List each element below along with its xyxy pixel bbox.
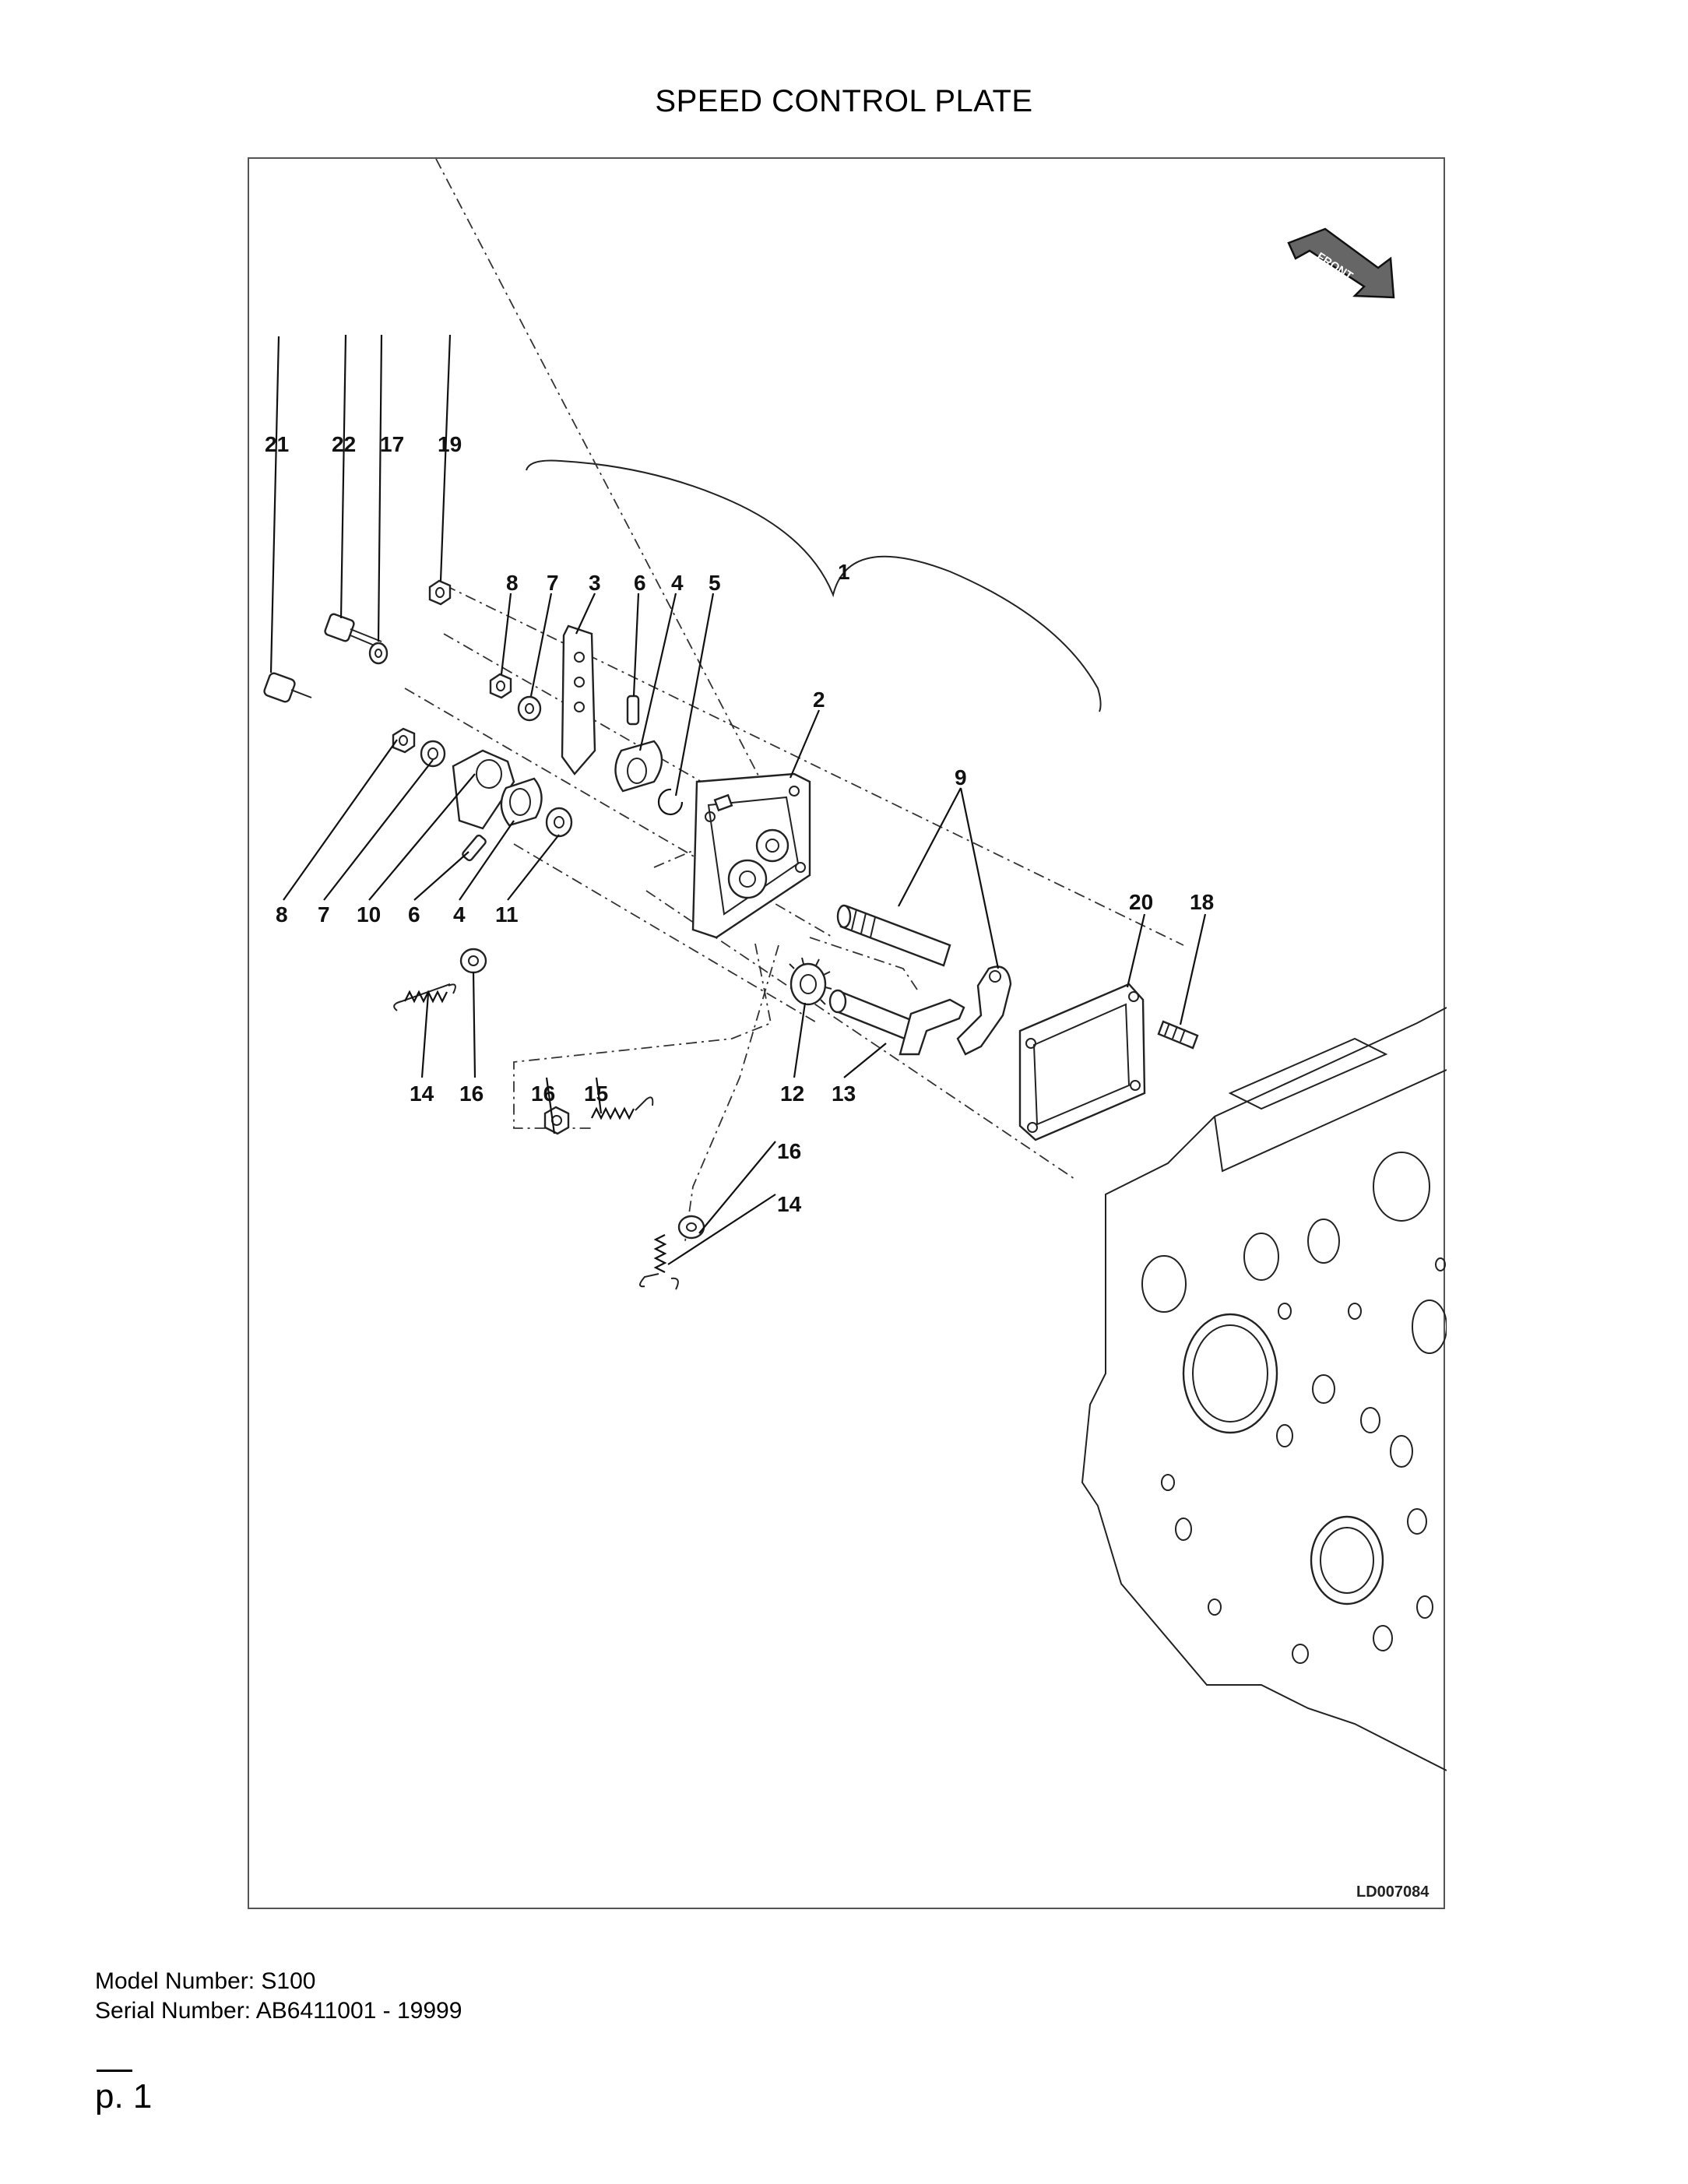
callout-7-lower: 7	[318, 902, 330, 927]
front-arrow-icon: FRONT	[1287, 227, 1395, 299]
part-17-washer	[368, 642, 389, 665]
callout-8-lower: 8	[276, 902, 288, 927]
callout-10: 10	[357, 902, 381, 927]
part-6-pin-lower	[462, 834, 487, 862]
callout-6-lower: 6	[408, 902, 420, 927]
part-9-arm	[956, 965, 1012, 1056]
serial-number: Serial Number: AB6411001 - 19999	[95, 1998, 462, 2024]
callout-6-upper: 6	[634, 571, 646, 595]
callout-4-lower: 4	[453, 902, 466, 927]
part-8-nut-upper	[489, 673, 512, 699]
callout-21: 21	[265, 432, 289, 456]
callout-12: 12	[780, 1081, 804, 1106]
callout-8-upper: 8	[506, 571, 519, 595]
assembly-brace	[526, 459, 1102, 712]
part-12-gear	[789, 957, 832, 1006]
callout-4-upper: 4	[671, 571, 684, 595]
callout-15: 15	[584, 1081, 608, 1106]
part-15-spring	[591, 1096, 654, 1120]
callout-1: 1	[838, 560, 850, 584]
engine-block	[1081, 1007, 1447, 1771]
callout-5: 5	[709, 571, 721, 595]
part-19-nut	[428, 579, 452, 606]
diagram-frame: FRONT	[248, 157, 1447, 1909]
callout-16-lower: 16	[777, 1139, 801, 1163]
callout-3: 3	[589, 571, 601, 595]
part-4-collar-lower	[500, 777, 543, 827]
callout-7-upper: 7	[547, 571, 559, 595]
drawing-code: LD007084	[1356, 1883, 1430, 1901]
part-14-spring-left	[393, 983, 456, 1011]
callout-14-lower: 14	[777, 1192, 802, 1216]
callout-9: 9	[955, 765, 967, 790]
part-20-gasket	[1018, 983, 1146, 1141]
part-8-nut-lower	[392, 727, 416, 754]
part-6-pin-upper	[626, 695, 640, 726]
page-number: p. 1	[95, 2077, 153, 2115]
part-5-snap-ring	[657, 788, 684, 815]
callout-16-middle: 16	[531, 1081, 555, 1106]
part-16-nut-lower	[677, 1215, 705, 1240]
callout-2: 2	[813, 688, 825, 712]
part-16-nut-middle	[543, 1106, 570, 1135]
part-13-governor-lever	[828, 989, 965, 1056]
page-divider	[97, 2070, 132, 2072]
callout-20: 20	[1129, 890, 1153, 914]
callout-19: 19	[438, 432, 462, 456]
part-16-nut-left	[459, 948, 487, 974]
model-number: Model Number: S100	[95, 1968, 316, 1994]
part-9-shaft	[836, 904, 951, 967]
callout-leaders	[269, 334, 1207, 1265]
callout-14-left: 14	[410, 1081, 434, 1106]
part-2-control-plate	[691, 772, 811, 939]
callout-11: 11	[495, 902, 519, 927]
part-4-collar-upper	[614, 740, 663, 793]
part-7-washer-upper	[517, 695, 542, 722]
callout-18: 18	[1190, 890, 1214, 914]
part-10-lever	[452, 749, 515, 830]
part-3-lever-plate	[561, 624, 596, 775]
part-11-bushing	[545, 807, 573, 838]
callout-labels: 21 22 17 19 8 7 3 6 4 5 1 2 9 8 7 10 6 4…	[265, 432, 1214, 1216]
page-title: SPEED CONTROL PLATE	[655, 84, 1033, 118]
callout-13: 13	[832, 1081, 856, 1106]
part-21-bolt	[263, 672, 312, 703]
callout-22: 22	[332, 432, 356, 456]
part-14-spring-lower	[639, 1234, 679, 1290]
part-7-washer-lower	[420, 740, 446, 768]
callout-16-left: 16	[459, 1081, 484, 1106]
part-22-bolt	[324, 613, 382, 649]
callout-17: 17	[380, 432, 404, 456]
exploded-parts-diagram: FRONT	[263, 159, 1447, 1901]
part-18-stud	[1157, 1020, 1199, 1050]
